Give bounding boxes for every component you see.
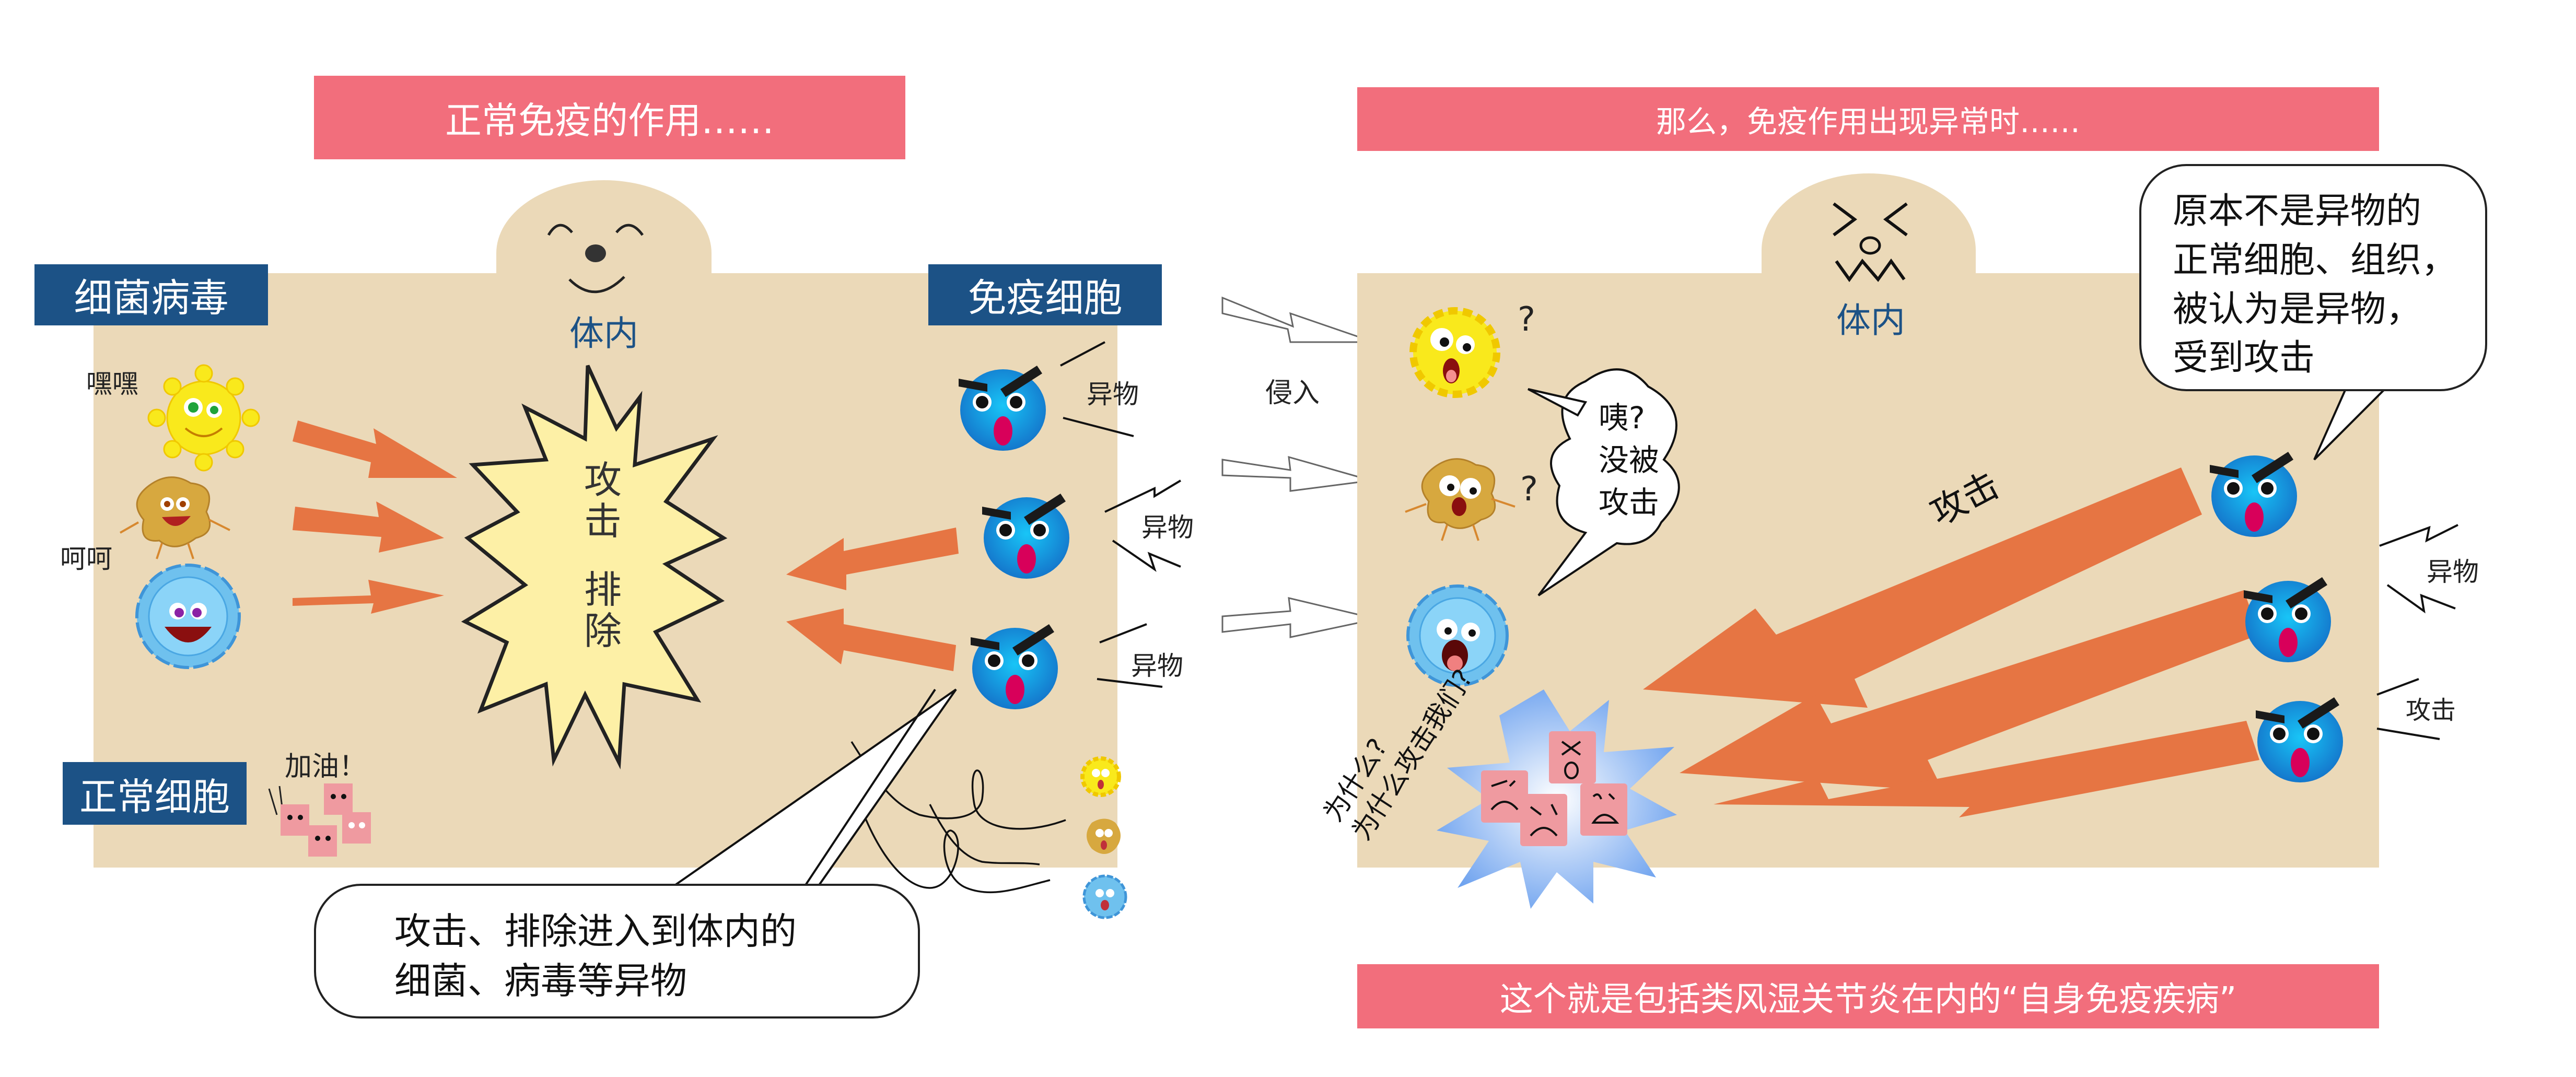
invade-arrows xyxy=(1221,296,1377,638)
left-explanation-bubble: 攻击、排除进入到体内的 细菌、病毒等异物 xyxy=(314,884,920,1019)
question-mark: ? xyxy=(1518,300,1535,339)
conclusion-banner: 这个就是包括类风湿关节炎在内的“自身免疫疾病” xyxy=(1357,964,2379,1028)
small-brown-bacteria-icon xyxy=(1087,818,1121,854)
left-explanation-line2: 细菌、病毒等异物 xyxy=(394,959,687,1002)
left-body-label: 体内 xyxy=(569,313,638,354)
attacked-normal-cells xyxy=(1437,689,1677,909)
attack-arrows-left xyxy=(786,528,959,671)
cloud-bubble xyxy=(1528,368,1680,596)
yellow-bacteria-icon xyxy=(147,364,260,472)
attack-burst-star xyxy=(461,365,728,770)
right-explanation-bubble: 原本不是异物的 正常细胞、组织， 被认为是异物， 受到攻击 xyxy=(2139,164,2487,391)
normal-cells-label: 正常细胞 xyxy=(63,762,247,825)
bacteria-voice-heihei: 嘿嘿 xyxy=(86,369,138,399)
immune-cell-icon xyxy=(959,366,1046,451)
conclusion-text: 这个就是包括类风湿关节炎在内的“自身免疫疾病” xyxy=(1499,980,2237,1019)
exclamation-lines xyxy=(1060,341,1182,688)
small-yellow-bacteria-icon xyxy=(1080,756,1121,797)
immune-cell-icon xyxy=(2210,452,2297,537)
immune-cell-icon xyxy=(971,624,1058,709)
cloud-bubble-text: 咦? 没被 攻击 xyxy=(1599,400,1660,521)
brown-bacteria-icon xyxy=(120,476,230,559)
left-title-banner: 正常免疫的作用…… xyxy=(314,76,905,159)
immune-cell-icon xyxy=(2256,697,2343,782)
right-body-label: 体内 xyxy=(1836,300,1905,341)
bacteria-voice-hehe: 呵呵 xyxy=(60,544,112,574)
speech-tail-left xyxy=(660,688,957,895)
right-title: 那么，免疫作用出现异常时…… xyxy=(1656,104,2080,139)
attack-arrows-right xyxy=(293,420,457,614)
immune-cell-icon xyxy=(982,494,1069,579)
small-blue-virus-icon xyxy=(1082,874,1127,919)
normal-cells-icon xyxy=(268,783,371,857)
big-attack-arrows xyxy=(1643,467,2259,817)
happy-face-icon xyxy=(547,224,644,294)
attack-label-right: 攻击 xyxy=(2406,696,2456,725)
left-explanation-line1: 攻击、排除进入到体内的 xyxy=(394,910,797,953)
left-title: 正常免疫的作用…… xyxy=(445,99,774,142)
confused-brown-bacteria-icon xyxy=(1405,458,1516,541)
immune-cells-label: 免疫细胞 xyxy=(928,264,1162,325)
invade-label: 侵入 xyxy=(1265,378,1320,409)
question-mark: ? xyxy=(1520,470,1538,509)
blue-virus-icon xyxy=(135,564,241,669)
confused-blue-virus-icon xyxy=(1406,584,1509,687)
right-title-banner: 那么，免疫作用出现异常时…… xyxy=(1357,87,2379,151)
foreign-label-right: 异物 xyxy=(2427,557,2479,587)
cheer-text: 加油！ xyxy=(285,751,367,782)
foreign-label: 异物 xyxy=(1087,379,1139,409)
confused-yellow-bacteria-icon xyxy=(1409,307,1500,398)
foreign-label: 异物 xyxy=(1131,651,1183,681)
distressed-face-icon xyxy=(1833,202,1908,283)
foreign-label: 异物 xyxy=(1141,512,1194,543)
motion-lines xyxy=(850,741,1066,894)
bacteria-virus-label: 细菌病毒 xyxy=(34,264,268,325)
immune-cell-icon xyxy=(2244,577,2331,662)
exclamation-lines-right xyxy=(2376,524,2458,740)
star-text-exclude: 排除 xyxy=(584,568,622,653)
star-text-attack: 攻击 xyxy=(584,458,622,544)
